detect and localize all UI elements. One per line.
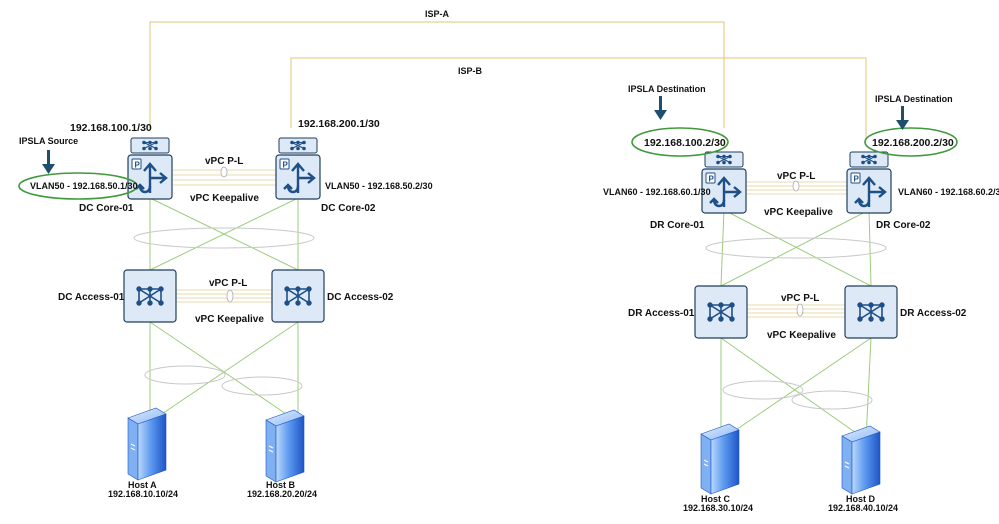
dr-core-keepalive-label: vPC Keepalive bbox=[764, 207, 833, 218]
dr-access-peer-link-bundle bbox=[796, 303, 804, 317]
isp-b-link bbox=[290, 57, 867, 140]
isp-b-label: ISP-B bbox=[458, 66, 483, 76]
dc-core-01-vlan: VLAN50 - 192.168.50.1/30 bbox=[30, 181, 138, 191]
svg-text:P: P bbox=[283, 161, 289, 170]
dr-access-01-device[interactable] bbox=[694, 285, 748, 339]
host-b-name: Host B bbox=[266, 480, 296, 490]
p-badge-icon bbox=[131, 158, 142, 170]
host-b-server-icon[interactable] bbox=[265, 409, 305, 483]
dr-access-peer-link-label: vPC P-L bbox=[781, 293, 819, 304]
p-badge-icon bbox=[850, 172, 861, 184]
dc-access-peer-link-bundle bbox=[226, 289, 234, 303]
dr-core-peer-link-bundle bbox=[792, 180, 800, 192]
dc-access-keepalive-label: vPC Keepalive bbox=[195, 314, 264, 325]
host-a-ip: 192.168.10.10/24 bbox=[108, 489, 178, 499]
p-badge-icon bbox=[279, 158, 290, 170]
dc-access-02-device[interactable] bbox=[271, 269, 325, 323]
dr-access-02-name: DR Access-02 bbox=[900, 308, 967, 319]
dr-core-02-device[interactable]: P bbox=[846, 151, 892, 214]
dr-lan-links bbox=[720, 209, 872, 441]
dc-core-keepalive-label: vPC Keepalive bbox=[190, 193, 259, 204]
dc-core-peer-link-bundle bbox=[220, 166, 228, 178]
host-a-name: Host A bbox=[128, 480, 157, 490]
svg-text:P: P bbox=[854, 175, 860, 184]
dc-access-02-name: DC Access-02 bbox=[327, 292, 394, 303]
ipsla-destination-1-label: IPSLA Destination bbox=[628, 84, 706, 94]
dr-core-01-name: DR Core-01 bbox=[650, 220, 705, 231]
dc-core-peer-link-label: vPC P-L bbox=[205, 156, 243, 167]
ipsla-destination-2-ellipse bbox=[864, 127, 958, 157]
isp-a-link bbox=[149, 21, 725, 128]
dr-core-02-vlan: VLAN60 - 192.168.60.2/30 bbox=[898, 187, 999, 197]
dr-access-keepalive-label: vPC Keepalive bbox=[767, 330, 836, 341]
dr-core-02-wan-ip: 192.168.200.2/30 bbox=[872, 137, 954, 149]
dc-core-01-name: DC Core-01 bbox=[79, 203, 134, 214]
dc-access-01-device[interactable] bbox=[123, 269, 177, 323]
port-channel-ellipses bbox=[133, 227, 887, 410]
dr-access-01-name: DR Access-01 bbox=[628, 308, 695, 319]
host-c-server-icon[interactable] bbox=[700, 423, 740, 495]
dc-core-02-device[interactable]: P bbox=[275, 137, 321, 200]
ipsla-source-arrow-icon bbox=[42, 150, 55, 174]
svg-text:P: P bbox=[709, 175, 715, 184]
dc-access-01-name: DC Access-01 bbox=[58, 292, 125, 303]
isp-a-label: ISP-A bbox=[425, 9, 450, 19]
host-d-ip: 192.168.40.10/24 bbox=[828, 503, 898, 513]
dc-core-02-wan-ip: 192.168.200.1/30 bbox=[298, 118, 380, 130]
dc-access-vpc-links bbox=[176, 289, 272, 303]
dr-core-peer-link-label: vPC P-L bbox=[777, 171, 815, 182]
dc-core-02-vlan: VLAN50 - 192.168.50.2/30 bbox=[325, 181, 433, 191]
host-d-server-icon[interactable] bbox=[841, 425, 881, 495]
ipsla-source-label: IPSLA Source bbox=[19, 136, 78, 146]
ipsla-source-ellipse bbox=[18, 172, 138, 200]
dc-core-01-device[interactable]: P bbox=[127, 137, 173, 200]
dr-core-01-vlan: VLAN60 - 192.168.60.1/30 bbox=[603, 187, 711, 197]
host-a-server-icon[interactable] bbox=[127, 407, 167, 481]
host-c-name: Host C bbox=[701, 494, 731, 504]
host-d-name: Host D bbox=[846, 494, 876, 504]
routing-switch-icon bbox=[854, 176, 887, 208]
p-badge-icon bbox=[705, 172, 716, 184]
dc-access-peer-link-label: vPC P-L bbox=[209, 278, 247, 289]
dr-core-01-device[interactable]: P bbox=[701, 151, 747, 214]
routing-switch-icon bbox=[709, 176, 742, 208]
dr-access-02-device[interactable] bbox=[844, 285, 898, 339]
dr-core-02-name: DR Core-02 bbox=[876, 220, 931, 231]
host-b-ip: 192.168.20.20/24 bbox=[247, 489, 317, 499]
dc-core-01-wan-ip: 192.168.100.1/30 bbox=[70, 122, 152, 134]
ipsla-destination-1-ellipse bbox=[631, 127, 729, 157]
svg-text:P: P bbox=[135, 161, 141, 170]
ipsla-destination-1-arrow-icon bbox=[654, 96, 667, 120]
host-c-ip: 192.168.30.10/24 bbox=[683, 503, 753, 513]
routing-switch-icon bbox=[283, 162, 316, 194]
dr-access-vpc-links bbox=[747, 304, 845, 318]
ipsla-destination-2-label: IPSLA Destination bbox=[875, 94, 953, 104]
ipsla-destination-2-arrow-icon bbox=[896, 106, 909, 130]
dc-core-02-name: DC Core-02 bbox=[321, 203, 376, 214]
dr-core-01-wan-ip: 192.168.100.2/30 bbox=[644, 137, 726, 149]
dc-lan-links bbox=[149, 197, 299, 423]
